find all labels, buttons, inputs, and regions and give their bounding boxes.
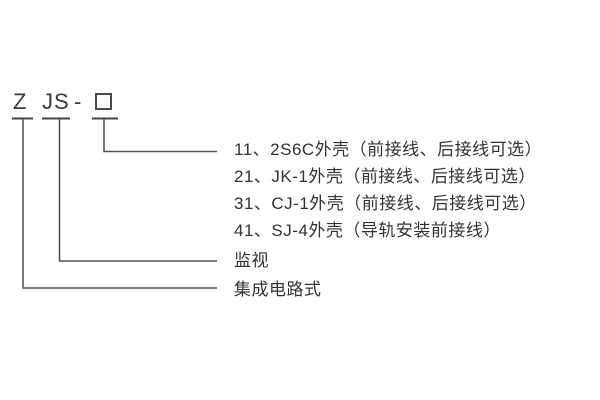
code-dash: - (74, 89, 82, 114)
code-letter-z: Z (13, 89, 27, 114)
connector-box-to-options (103, 119, 217, 153)
connector-js-to-meaning (58, 119, 217, 262)
js-meaning-label: 监视 (234, 251, 269, 270)
code-letters-js: JS (42, 89, 70, 114)
z-meaning-label: 集成电路式 (234, 280, 322, 299)
option-41-label: 41、SJ-4外壳（导轨安装前接线） (234, 221, 501, 240)
placeholder-box-symbol (95, 93, 112, 110)
option-31-label: 31、CJ-1外壳（前接线、后接线可选） (234, 194, 537, 213)
option-11-label: 11、2S6C外壳（前接线、后接线可选） (234, 140, 543, 159)
option-21-label: 21、JK-1外壳（前接线、后接线可选） (234, 167, 536, 186)
connector-z-to-meaning (22, 119, 217, 289)
